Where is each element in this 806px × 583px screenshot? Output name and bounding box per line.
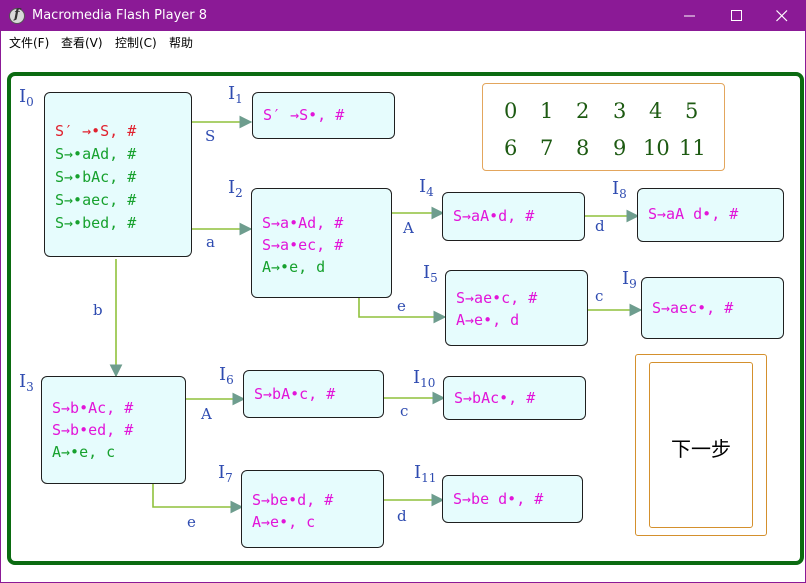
state-label-I3: I3 <box>19 371 34 394</box>
state-number[interactable]: 10 <box>643 136 670 160</box>
maximize-icon <box>731 10 742 21</box>
edge-label-I7-I11: d <box>397 507 407 525</box>
item-line: S→b•Ac, # <box>52 399 134 417</box>
state-number[interactable]: 5 <box>685 99 699 123</box>
state-number[interactable]: 7 <box>540 136 554 160</box>
state-box-I5: S→ae•c, # A→e•, d <box>445 270 588 346</box>
item-line: S→a•Ad, # <box>262 214 344 232</box>
state-box-I11: S→be d•, # <box>442 475 583 523</box>
menu-control[interactable]: 控制(C) <box>115 36 157 50</box>
state-number[interactable]: 8 <box>576 136 590 160</box>
state-label-I7: I7 <box>218 462 233 485</box>
state-label-I5: I5 <box>423 262 438 285</box>
next-step-label: 下一步 <box>671 437 731 461</box>
item-line: S→aA d•, # <box>648 205 739 223</box>
state-label-I9: I9 <box>622 268 637 291</box>
maximize-button[interactable] <box>714 1 760 31</box>
state-label-I10: I10 <box>413 367 436 390</box>
item-line: S′ →•S, # <box>55 122 137 140</box>
close-icon <box>776 10 788 22</box>
state-number[interactable]: 11 <box>679 136 706 160</box>
state-number[interactable]: 3 <box>613 99 627 123</box>
state-box-I2: S→a•Ad, # S→a•ec, # A→•e, d <box>251 188 392 298</box>
state-label-I11: I11 <box>414 462 437 485</box>
state-box-I7: S→be•d, # A→e•, c <box>241 470 384 548</box>
edge-label-I2-I5: e <box>397 297 406 315</box>
state-box-I8: S→aA d•, # <box>637 188 784 242</box>
window-title: Macromedia Flash Player 8 <box>32 8 208 23</box>
item-line: A→e•, c <box>252 513 316 531</box>
state-number[interactable]: 6 <box>504 136 518 160</box>
edge-label-I2-I4: A <box>403 219 414 237</box>
minimize-button[interactable] <box>667 1 713 31</box>
item-line: S→ae•c, # <box>456 289 538 307</box>
state-label-I6: I6 <box>219 364 234 387</box>
state-number[interactable]: 1 <box>540 99 554 123</box>
item-line: S→aec•, # <box>652 299 734 317</box>
edge-label-I3-I6: A <box>201 405 212 423</box>
next-step-button[interactable]: 下一步 <box>635 354 767 536</box>
item-line: A→e•, d <box>456 311 520 329</box>
item-line: S→•bed, # <box>55 214 137 232</box>
close-button[interactable] <box>759 1 805 31</box>
state-box-I9: S→aec•, # <box>641 277 784 339</box>
state-number[interactable]: 4 <box>649 99 663 123</box>
edge-label-I0-I2: a <box>206 233 215 251</box>
state-label-I2: I2 <box>228 177 243 200</box>
flash-player-icon <box>9 7 25 24</box>
state-label-I1: I1 <box>228 83 243 106</box>
state-box-I10: S→bAc•, # <box>443 376 586 420</box>
item-line: S→bAc•, # <box>454 389 536 407</box>
state-number-panel: 0 1 2 3 4 5 6 7 8 9 10 11 <box>482 83 725 171</box>
edge-I3-I7 <box>152 484 244 514</box>
flash-stage: S a b A e d c A e c d I0 I1 I2 I3 I4 I5 … <box>1 51 805 582</box>
state-label-I4: I4 <box>419 176 434 199</box>
state-box-I6: S→bA•c, # <box>243 370 384 418</box>
item-line: S→•aAd, # <box>55 145 137 163</box>
item-line: A→•e, d <box>262 258 326 276</box>
item-line: S→bA•c, # <box>254 385 336 403</box>
edge-label-I3-I7: e <box>187 513 196 531</box>
menu-file[interactable]: 文件(F) <box>9 36 50 50</box>
edge-label-I4-I8: d <box>595 217 605 235</box>
menu-view[interactable]: 查看(V) <box>61 36 103 50</box>
edge-label-I5-I9: c <box>595 287 604 305</box>
item-line: S′ →S•, # <box>263 106 345 124</box>
transition-edges <box>109 115 643 514</box>
state-label-I8: I8 <box>612 178 627 201</box>
item-line: S→b•ed, # <box>52 421 134 439</box>
item-line: S→•bAc, # <box>55 168 137 186</box>
item-line: A→•e, c <box>52 443 116 461</box>
state-number[interactable]: 9 <box>613 136 627 160</box>
menu-bar: 文件(F) 查看(V) 控制(C) 帮助 <box>1 31 805 51</box>
title-bar: Macromedia Flash Player 8 <box>1 1 805 31</box>
item-line: S→aA•d, # <box>453 207 535 225</box>
state-box-I4: S→aA•d, # <box>442 192 585 241</box>
state-box-I0: S′ →•S, # S→•aAd, # S→•bAc, # S→•aec, # … <box>44 92 192 257</box>
edge-label-I0-I1: S <box>205 127 216 145</box>
edge-label-I6-I10: c <box>400 402 409 420</box>
state-box-I1: S′ →S•, # <box>252 92 395 139</box>
edge-I2-I5 <box>358 297 447 324</box>
state-number[interactable]: 0 <box>504 99 518 123</box>
item-line: S→a•ec, # <box>262 236 344 254</box>
state-box-I3: S→b•Ac, # S→b•ed, # A→•e, c <box>41 376 186 484</box>
next-step-button-inner: 下一步 <box>649 362 753 528</box>
item-line: S→be d•, # <box>453 490 544 508</box>
item-line: S→be•d, # <box>252 491 334 509</box>
menu-help[interactable]: 帮助 <box>169 36 194 50</box>
edge-label-I0-I3: b <box>93 301 103 319</box>
state-number[interactable]: 2 <box>576 99 590 123</box>
item-line: S→•aec, # <box>55 191 137 209</box>
state-label-I0: I0 <box>19 86 34 109</box>
minimize-icon <box>684 15 695 17</box>
